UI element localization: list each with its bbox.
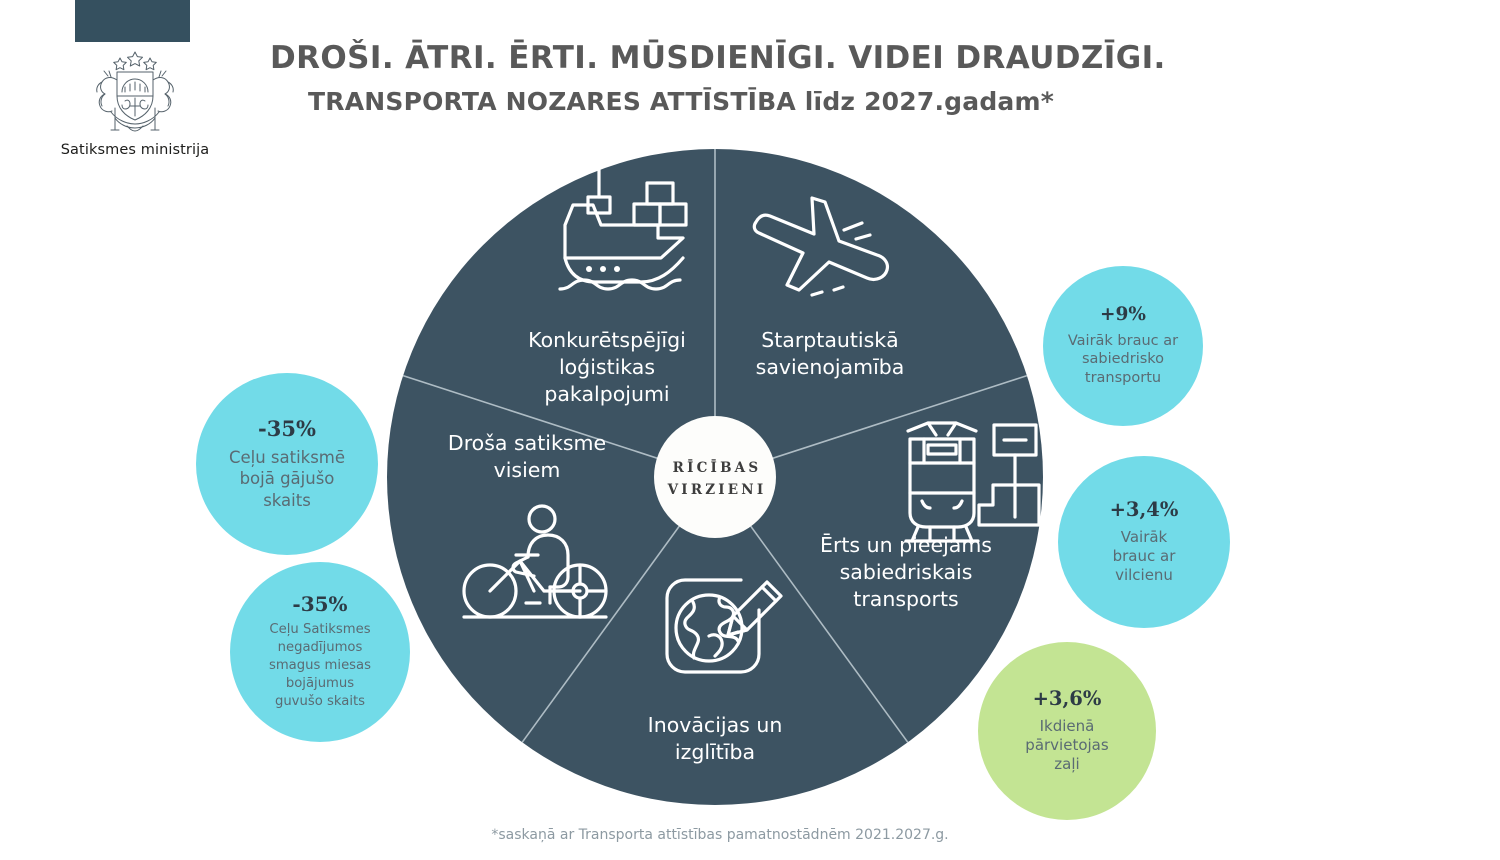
segment-label-innovation-line1: Inovācijas un [648,713,783,737]
stat-line: bojā gājušo [239,469,335,489]
stat-description: Ceļu satiksmē bojā gājušo skaits [212,447,362,510]
stat-bubble-injuries[interactable]: -35% Ceļu Satiksmes negadījumos smagus m… [230,562,410,742]
segment-label-connectivity-line1: Starptautiskā [761,328,899,352]
wheel-segment-innovation[interactable]: Inovācijas un izglītība [648,578,783,764]
hub-label-line1: RĪCĪBAS [673,460,762,476]
stat-value: -35% [292,592,348,617]
stat-bubble-train-use[interactable]: +3,4% Vairāk brauc ar vilcienu [1058,456,1230,628]
stat-line: negadījumos [277,640,363,656]
segment-label-public-transport-line1: Ērts un pieejams [820,532,992,557]
cyclist-icon [462,504,608,619]
wheel-segment-connectivity[interactable]: Starptautiskā savienojamība [752,196,905,379]
stat-line: smagus miesas [268,658,372,674]
segment-label-public-transport-line3: transports [853,587,958,611]
stat-line: sabiedrisko [1081,351,1165,368]
action-directions-wheel: Konkurētspējīgi loģistikas pakalpojumi S… [382,140,1052,815]
wheel-hub[interactable]: RĪCĪBAS VIRZIENI [654,416,776,538]
segment-label-public-transport-line2: sabiedriskais [840,560,973,584]
segment-label-connectivity-line2: savienojamība [756,355,905,379]
stat-line: vilcienu [1115,566,1173,585]
stat-line: Vairāk brauc ar [1067,332,1179,349]
hub-label-line2: VIRZIENI [667,482,767,498]
stat-line: zaļi [1054,755,1080,774]
stat-line: bojājumus [285,675,355,691]
stat-line: pārvietojas [1025,736,1109,755]
segment-label-logistics-line3: pakalpojumi [544,382,669,406]
wheel-segment-road-safety[interactable]: Droša satiksme visiem [448,431,608,619]
segment-label-road-safety-line2: visiem [494,458,561,482]
segment-label-road-safety-line1: Droša satiksme [448,431,606,455]
globe-pencil-icon [665,578,783,674]
wheel-segment-logistics[interactable]: Konkurētspējīgi loģistikas pakalpojumi [528,167,688,406]
wheel-segment-public-transport[interactable]: Ērts un pieejams sabiedriskais transport… [820,421,1041,611]
segment-label-logistics-line2: loģistikas [559,355,655,379]
stat-description: Ceļu Satiksmes negadījumos smagus miesas… [246,621,394,710]
logo-accent-bar [75,0,190,42]
stat-bubble-public-transport-use[interactable]: +9% Vairāk brauc ar sabiedrisko transpor… [1043,266,1203,426]
stat-description: Vairāk brauc ar sabiedrisko transportu [1056,332,1191,388]
page-title: DROŠI. ĀTRI. ĒRTI. MŪSDIENĪGI. VIDEI DRA… [270,40,1166,76]
ministry-name: Satiksmes ministrija [60,142,210,158]
stat-value: -35% [258,416,316,442]
segment-label-innovation-line2: izglītība [675,740,755,764]
page-subtitle: TRANSPORTA NOZARES ATTĪSTĪBA līdz 2027.g… [308,87,1055,116]
stat-line: Ceļu Satiksmes [269,622,371,638]
stat-value: +9% [1100,303,1146,325]
stat-value: +3,6% [1032,686,1102,710]
stat-bubble-pedestrians[interactable]: -35% Ceļu satiksmē bojā gājušo skaits [196,373,378,555]
stat-line: Ikdienā [1039,716,1095,735]
stat-line: skaits [263,490,311,510]
ship-porthole-dots [586,266,620,272]
footnote: *saskaņā ar Transporta attīstības pamatn… [491,827,949,843]
stat-line: transportu [1084,369,1162,386]
stat-value: +3,4% [1109,497,1179,521]
latvian-coat-of-arms-icon [96,51,174,132]
stat-description: Vairāk brauc ar vilcienu [1089,528,1199,586]
cargo-ship-icon [558,167,688,291]
stat-line: Vairāk [1120,527,1168,546]
tram-stop-icon [904,421,1041,543]
segment-label-logistics-line1: Konkurētspējīgi [528,328,686,352]
wheel-dividers [402,149,1028,743]
airplane-takeoff-icon [752,196,890,297]
stat-line: Ceļu satiksmē [228,448,346,468]
stat-bubble-green-mobility[interactable]: +3,6% Ikdienā pārvietojas zaļi [978,642,1156,820]
stat-description: Ikdienā pārvietojas zaļi [1002,717,1132,775]
ministry-logo: Satiksmes ministrija [55,0,215,158]
stat-line: brauc ar [1112,547,1176,566]
stat-line: guvušo skaits [274,693,366,709]
